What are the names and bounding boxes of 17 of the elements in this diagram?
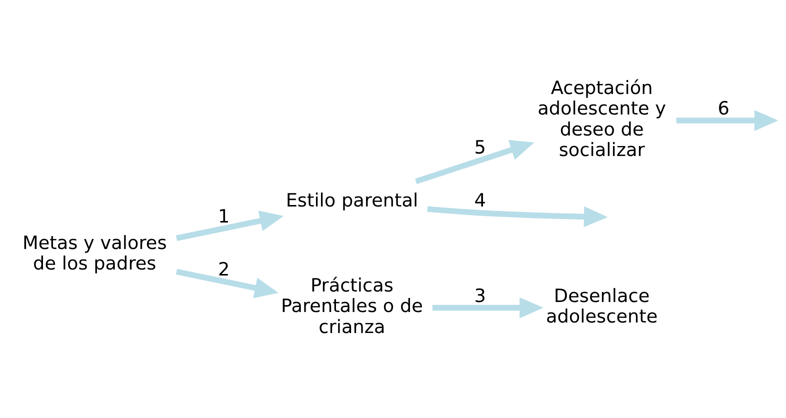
- arrow: [432, 297, 544, 318]
- arrow: [415, 140, 534, 184]
- arrow: [427, 206, 608, 228]
- node-text: Estilo parental: [286, 190, 418, 212]
- arrow: [176, 268, 279, 298]
- edge-label: 6: [718, 98, 730, 120]
- edge-label: 4: [474, 190, 486, 212]
- node-text: Prácticas Parentales o de crianza: [280, 275, 423, 338]
- arrow: [676, 110, 778, 131]
- edge-label: 5: [474, 138, 486, 159]
- edge-label: 2: [218, 259, 230, 280]
- edge-label: 1: [218, 206, 230, 228]
- node-text: Desenlace adolescente: [546, 286, 658, 328]
- edge-label: 3: [474, 286, 486, 307]
- node-text: Metas y valores de los padres: [22, 232, 167, 275]
- node-text: Aceptación adolescente y deseo de socializar: [538, 78, 666, 161]
- arrow: [176, 210, 284, 242]
